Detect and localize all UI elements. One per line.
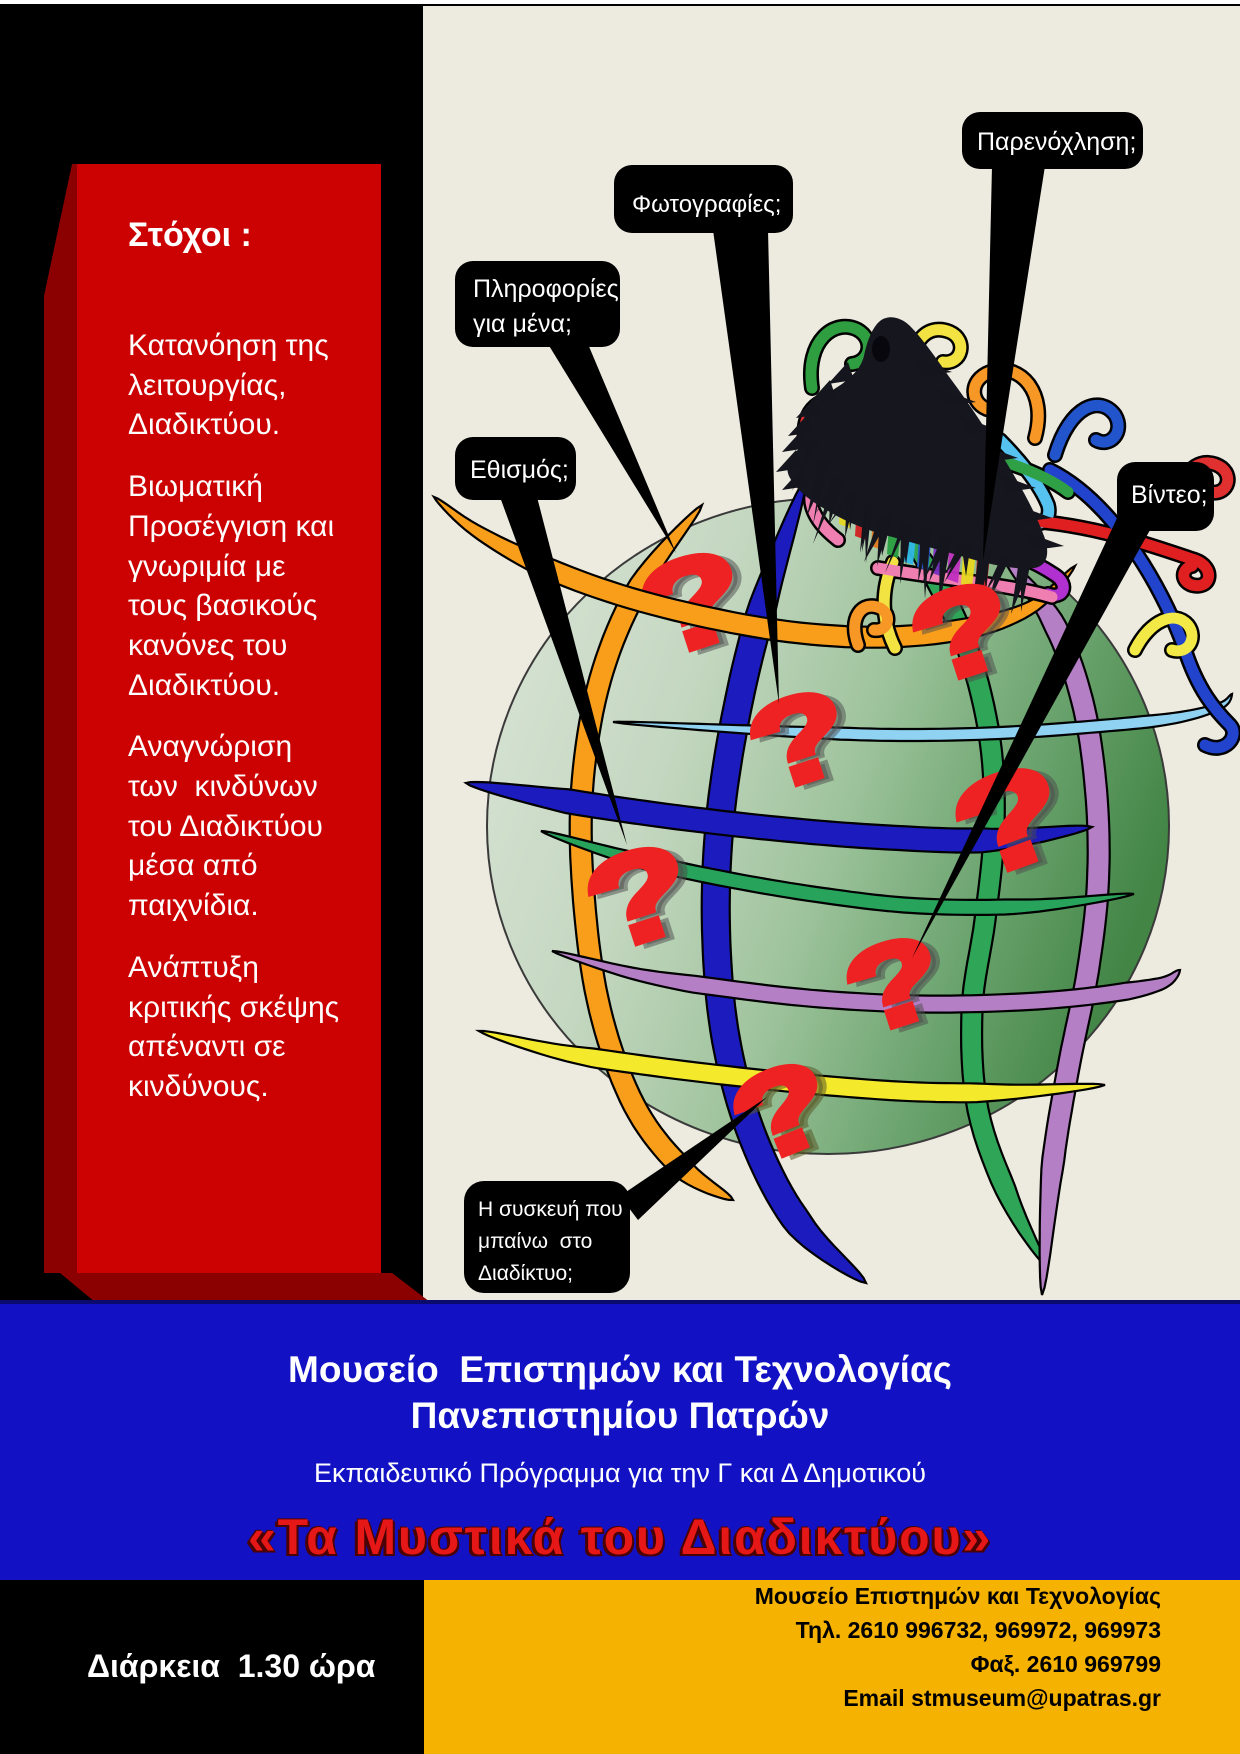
svg-text:μπαίνω στο: μπαίνω στο bbox=[478, 1230, 592, 1253]
svg-text:Η συσκευή που: Η συσκευή που bbox=[478, 1198, 623, 1221]
svg-text:Πληροφορίες: Πληροφορίες bbox=[473, 275, 619, 303]
svg-text:Βίντεο;: Βίντεο; bbox=[1131, 481, 1208, 509]
svg-text:Φωτογραφίες;: Φωτογραφίες; bbox=[632, 191, 781, 218]
svg-text:για μένα;: για μένα; bbox=[473, 310, 572, 338]
svg-text:Παρενόχληση;: Παρενόχληση; bbox=[977, 128, 1136, 156]
svg-text:Διαδίκτυο;: Διαδίκτυο; bbox=[478, 1262, 573, 1285]
svg-text:Εθισμός;: Εθισμός; bbox=[470, 456, 569, 484]
